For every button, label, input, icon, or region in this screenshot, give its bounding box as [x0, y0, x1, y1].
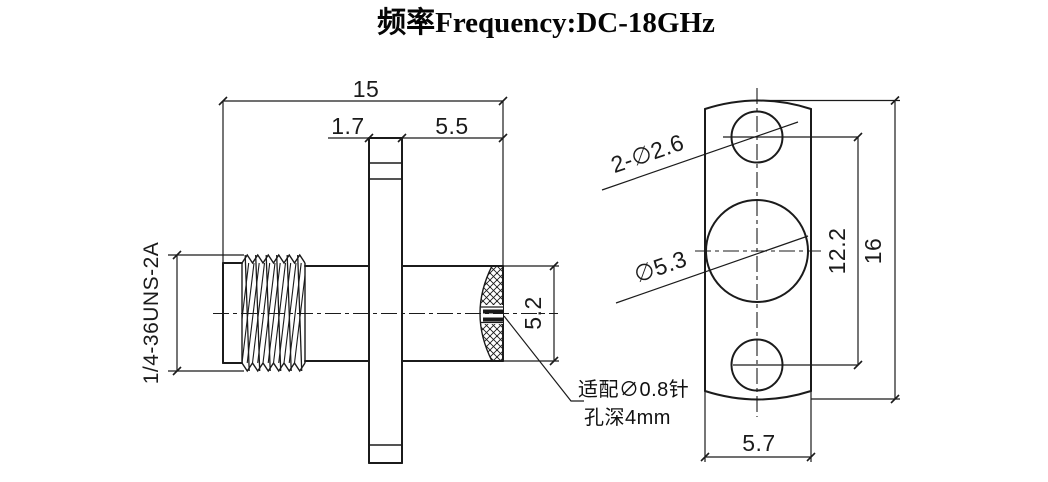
- flange-outline: [704, 99, 812, 401]
- insulator-section: [479, 265, 503, 362]
- dim-center-hole-label: ∅5.3: [631, 245, 691, 287]
- dim-flange-height: 16: [758, 95, 900, 404]
- dim-flange-and-front: 1.7 5.5: [328, 113, 508, 143]
- dim-flange-thickness-label: 1.7: [331, 113, 364, 139]
- pin-note-line2: 孔深4mm: [584, 406, 671, 429]
- dim-thread-spec: 1/4-36UNS-2A: [140, 242, 244, 385]
- dim-center-hole: ∅5.3: [615, 235, 809, 304]
- dim-mount-holes: 2-∅2.6: [601, 121, 799, 191]
- dim-flange-width: 5.7: [700, 391, 816, 462]
- flange-side: [368, 137, 403, 464]
- dim-mount-holes-label: 2-∅2.6: [607, 129, 687, 178]
- pin-note: 适配∅0.8针 孔深4mm: [503, 315, 689, 429]
- center-contact-bar: [483, 309, 503, 314]
- center-contact-bar: [483, 317, 503, 322]
- dim-hole-spacing-label: 12.2: [824, 228, 850, 275]
- dim-total-length-label: 15: [353, 76, 380, 102]
- pin-note-line1: 适配∅0.8针: [578, 378, 689, 401]
- dim-flange-width-label: 5.7: [742, 430, 775, 456]
- drawing-title: 频率Frequency:DC-18GHz: [377, 5, 715, 39]
- dim-flange-height-label: 16: [860, 238, 886, 265]
- side-view: 15 1.7 5.5 1/4-36UNS-2A: [140, 76, 689, 464]
- dim-hole-spacing: 12.2: [723, 132, 863, 370]
- dim-total-length: 15: [218, 76, 508, 266]
- dim-front-length-label: 5.5: [435, 113, 468, 139]
- front-view: 2-∅2.6 ∅5.3 12.2 16: [601, 88, 900, 462]
- thread-spec-label: 1/4-36UNS-2A: [140, 242, 163, 385]
